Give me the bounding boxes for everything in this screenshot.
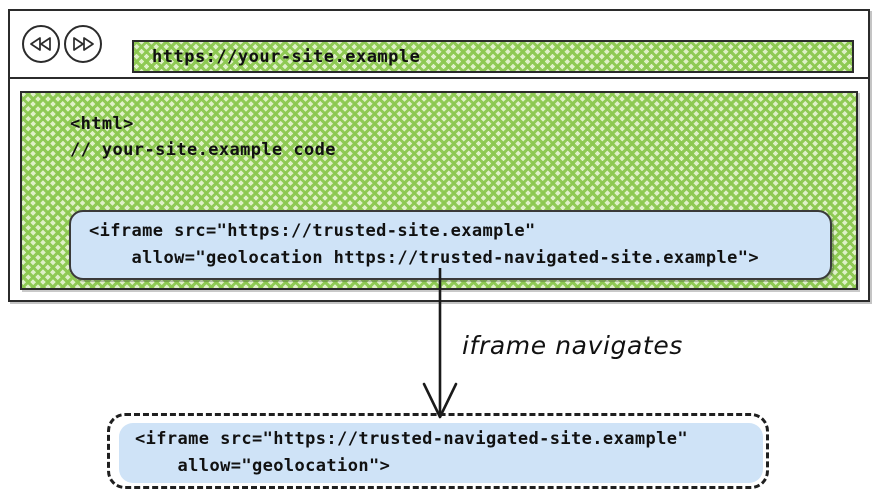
page-content-area: <html> // your-site.example code <iframe…: [20, 91, 858, 290]
browser-window: https://your-site.example <html> // your…: [8, 9, 870, 302]
iframe-allow-line: allow="geolocation https://trusted-navig…: [89, 248, 759, 268]
forward-button[interactable]: [64, 25, 102, 63]
url-text: https://your-site.example: [152, 46, 421, 67]
navigated-iframe-allow-line: allow="geolocation">: [135, 456, 391, 476]
rewind-back-icon: [30, 37, 52, 51]
code-line-html: <html>: [70, 114, 134, 134]
navigated-iframe-src-line: <iframe src="https://trusted-navigated-s…: [135, 429, 689, 449]
page-source-code: <html> // your-site.example code: [70, 111, 336, 163]
browser-toolbar: https://your-site.example: [10, 11, 868, 79]
navigated-iframe-outline: <iframe src="https://trusted-navigated-s…: [107, 413, 769, 489]
navigation-buttons: [22, 25, 102, 63]
iframe-declaration-box: <iframe src="https://trusted-site.exampl…: [69, 210, 832, 280]
iframe-src-line: <iframe src="https://trusted-site.exampl…: [89, 221, 536, 241]
fast-forward-icon: [72, 37, 94, 51]
annotation-label: iframe navigates: [462, 331, 683, 360]
url-bar[interactable]: https://your-site.example: [132, 40, 854, 73]
code-line-comment: // your-site.example code: [70, 140, 336, 160]
back-button[interactable]: [22, 25, 60, 63]
navigated-iframe-box: <iframe src="https://trusted-navigated-s…: [119, 423, 763, 483]
